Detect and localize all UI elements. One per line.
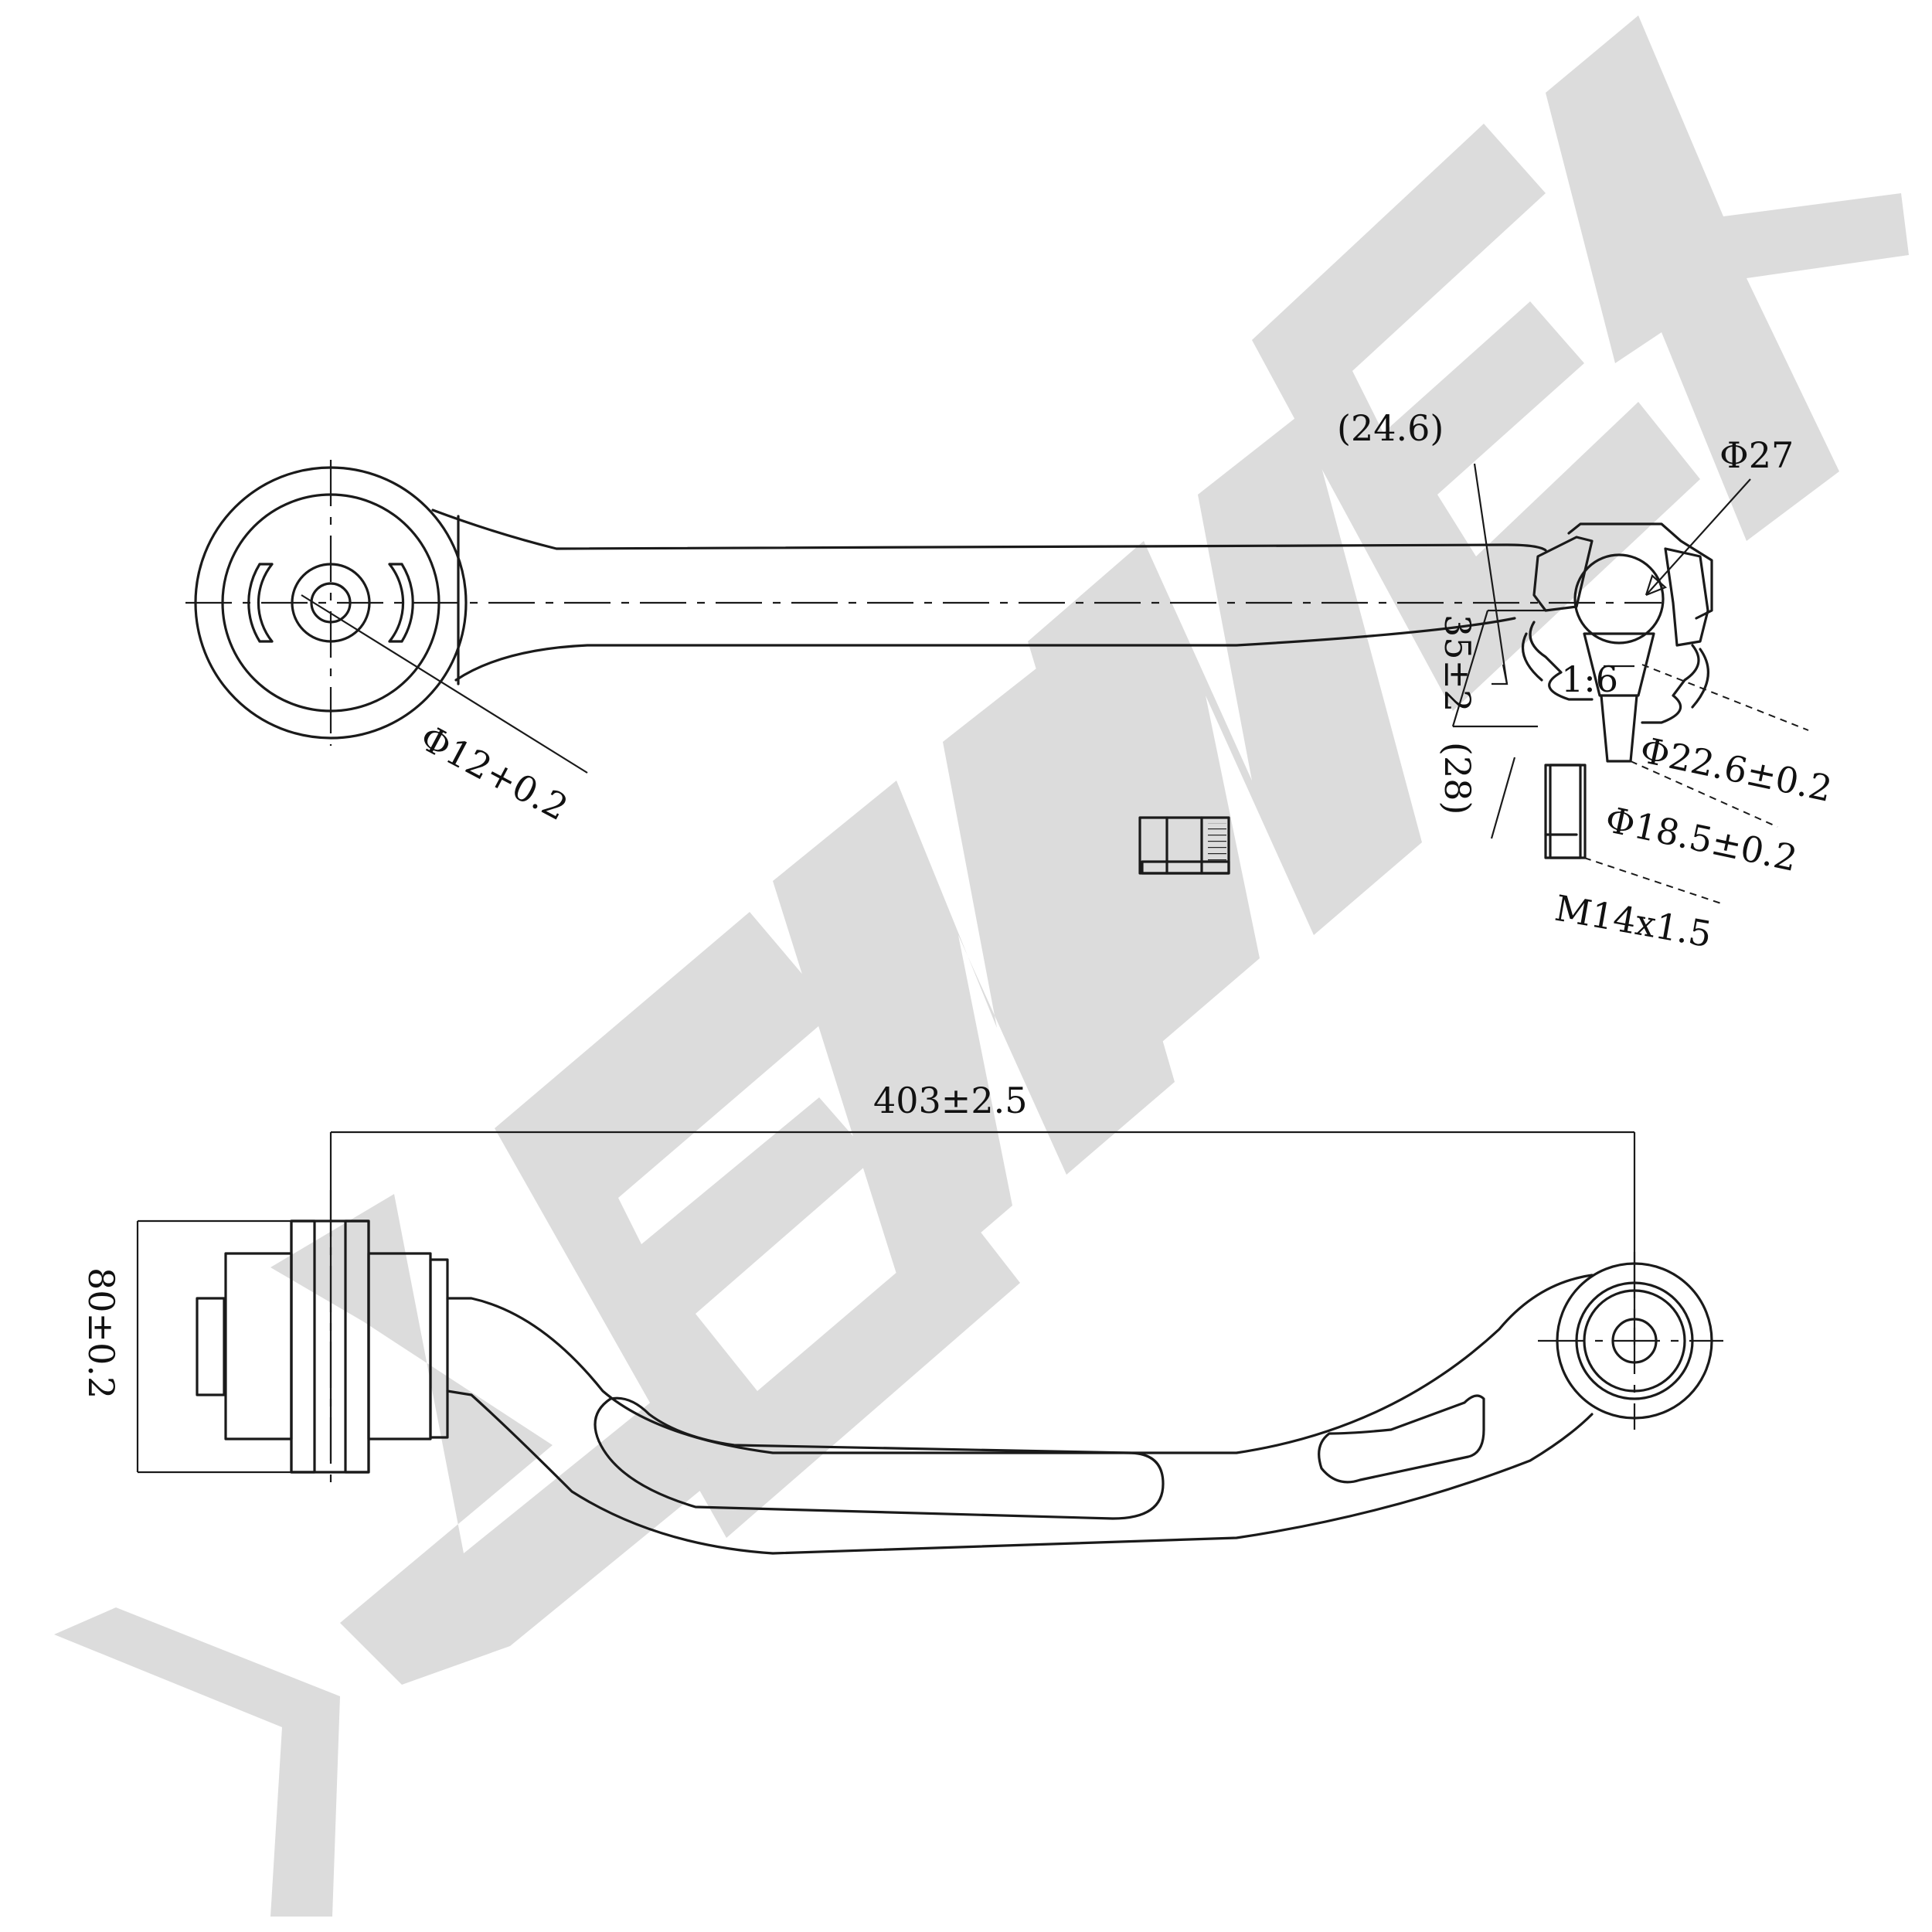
dim-bushing-width: 80±0.2 (80, 1267, 122, 1399)
dim-ball-diameter: Φ27 (1719, 434, 1794, 476)
dim-stud-length: (28) (1437, 742, 1478, 815)
watermark-logo (54, 15, 1909, 1917)
dim-height: 35±2 (1437, 614, 1478, 712)
taper-stud (1583, 632, 1655, 697)
dim-offset: (24.6) (1337, 407, 1444, 449)
dim-bore-diameter: Φ12+0.2 (413, 716, 575, 828)
bore-hole (310, 582, 352, 624)
arm-slot-left (594, 1396, 1165, 1520)
dim-overall-length: 403±2.5 (873, 1080, 1028, 1121)
flange-nut-icon (1138, 816, 1230, 875)
side-view: 403±2.5 80±0.2 (80, 1080, 1723, 1555)
bushing-slot-right (388, 563, 414, 643)
arm-body-side-outline (446, 1274, 1594, 1555)
ball-joint-housing (1521, 522, 1713, 859)
dim-shank-diameter: Φ18.5±0.2 (1602, 798, 1801, 879)
arm-slot-right (1318, 1394, 1485, 1484)
rubber-bushing (196, 1190, 449, 1484)
dim-taper-ratio: 1:6 (1561, 658, 1618, 700)
ball-joint-eye (1538, 1252, 1723, 1430)
dust-boot (1529, 621, 1700, 724)
bushing-slot-left (247, 563, 274, 643)
arm-body-top-outline (431, 509, 1547, 682)
ball-stud-sphere (1573, 553, 1665, 645)
dim-thread: M14x1.5 (1552, 887, 1715, 956)
bushing-eye-outline (194, 466, 468, 740)
dim-taper-diameter: Φ22.6±0.2 (1637, 729, 1836, 810)
